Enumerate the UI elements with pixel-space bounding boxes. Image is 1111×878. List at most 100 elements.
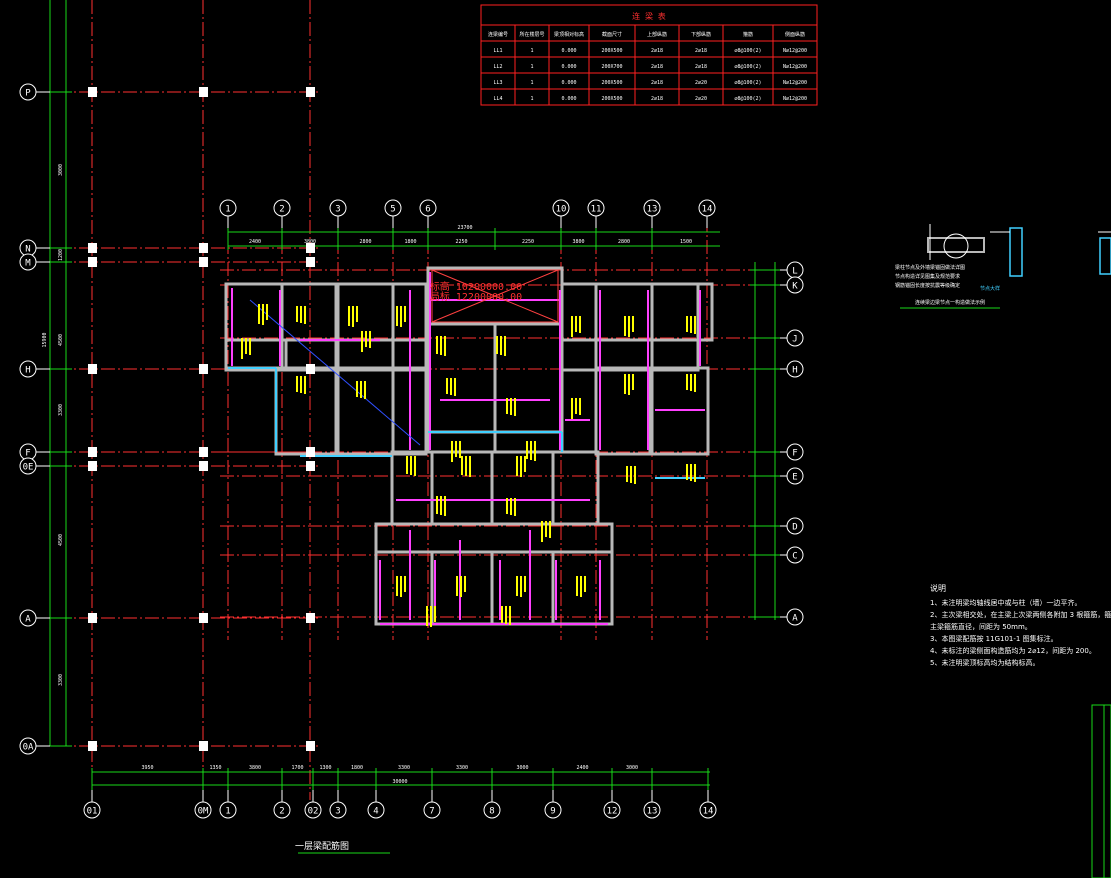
rebar-annotation	[404, 306, 406, 322]
rebar-annotation	[400, 576, 402, 597]
axis-bubble-left-label: 0E	[23, 463, 34, 473]
axis-bubble-bottom	[643, 801, 661, 819]
column	[88, 461, 97, 471]
axis-bubble-bottom	[273, 801, 291, 819]
note-line: 1、未注明梁均轴线居中或与柱（墙）一边平齐。	[930, 599, 1082, 607]
rebar-annotation	[249, 338, 251, 355]
wall	[224, 282, 428, 372]
table-cell: 2⌀18	[695, 48, 707, 54]
column	[88, 447, 97, 457]
detail-beam	[927, 237, 985, 253]
rebar-annotation	[575, 398, 577, 414]
rebar-annotation	[520, 456, 522, 477]
rebar-annotation	[360, 381, 362, 398]
table-cell: 200X700	[601, 64, 622, 70]
rebar-annotation	[575, 316, 577, 332]
annotations: 一层梁配筋图	[88, 87, 1111, 878]
diagonal-line	[249, 299, 421, 446]
dim-value: 1700	[291, 765, 303, 771]
wall	[650, 282, 714, 342]
rebar-annotation	[501, 606, 503, 623]
column	[306, 364, 315, 374]
rebar-annotation	[455, 441, 457, 457]
table-cell: 2⌀18	[695, 64, 707, 70]
axis-bubble-bottom	[423, 801, 441, 819]
table-header-cell: 箍筋	[743, 31, 753, 38]
dim-value: 1200	[58, 249, 64, 261]
rebar-annotation	[446, 378, 448, 394]
rebar-annotation	[262, 304, 264, 325]
rebar-annotation	[505, 606, 507, 624]
rebar-annotation	[440, 336, 442, 355]
notes-title: 说明	[930, 584, 946, 593]
table-cell: N⌀12@200	[783, 64, 807, 70]
dim-value: 1800	[404, 239, 416, 245]
rebar-annotation	[304, 306, 306, 324]
table-cell: N⌀12@200	[783, 80, 807, 86]
rebar-annotation	[396, 576, 398, 596]
axis-bubble-left-label: H	[25, 366, 30, 376]
axis-bubble-bottom	[83, 801, 101, 819]
dim-value: 3300	[58, 674, 64, 686]
table-cell: 0.000	[561, 80, 576, 86]
wall	[224, 338, 288, 370]
axis-bubble-top-label: 10	[556, 205, 567, 215]
axis-bubble-right-label: K	[792, 282, 798, 292]
axis-bubble-right	[786, 517, 804, 535]
title-block	[1091, 704, 1111, 878]
dim-value: 2250	[522, 239, 534, 245]
rebar-annotation	[576, 576, 578, 596]
axis-bubble-bottom	[329, 801, 347, 819]
dim-total: 15900	[42, 332, 48, 347]
rebar-annotation	[624, 316, 626, 336]
horizontal-axis-lines	[35, 91, 790, 747]
table-cell: 0.000	[561, 64, 576, 70]
rebar-annotation	[549, 521, 551, 538]
note-line: 4、未标注的梁侧面构造筋均为 2⌀12，间距为 200。	[930, 647, 1096, 655]
rebar-annotation	[450, 378, 452, 395]
dim-value: 1800	[351, 765, 363, 771]
table-cell: ⌀8@100(2)	[734, 80, 761, 86]
axis-bubble-right-label: F	[792, 449, 797, 459]
rebar-annotation	[694, 316, 696, 334]
rebar-annotation	[440, 496, 442, 515]
highlight-box	[431, 269, 559, 323]
axis-bubble-bottom-label: 12	[607, 807, 618, 817]
detail-label: 节点大样	[980, 285, 1000, 292]
wall	[374, 522, 614, 626]
table-header-cell: 下部纵筋	[691, 31, 711, 38]
dim-value: 3800	[304, 239, 316, 245]
dim-value: 3300	[398, 765, 410, 771]
table-header-cell: 梁顶相对标高	[554, 31, 584, 38]
elevation-label: 局标 12200000.00	[430, 291, 522, 303]
axis-bubble-bottom	[304, 801, 322, 819]
dim-value: 4500	[58, 534, 64, 546]
rebar-annotation	[524, 456, 526, 472]
detail-column	[1009, 227, 1023, 277]
highlight-diagonal	[431, 269, 559, 323]
rebar-annotation	[444, 336, 446, 356]
rebar-annotation	[365, 331, 367, 347]
design-notes: 说明 1、未注明梁均轴线居中或与柱（墙）一边平齐。 2、主次梁相交处，在主梁上次…	[930, 583, 1111, 669]
column	[306, 461, 315, 471]
rebar-annotation	[514, 398, 516, 416]
rebar-annotation	[690, 374, 692, 391]
column	[306, 243, 315, 253]
rebar-annotation	[430, 606, 432, 627]
rebar-annotation	[504, 336, 506, 356]
table-cell: 1	[530, 64, 533, 70]
axis-bubble-left	[19, 609, 37, 627]
axis-bubble-right-label: H	[792, 366, 797, 376]
dim-value: 1350	[209, 765, 221, 771]
axis-bubble-bottom-label: 14	[703, 807, 714, 817]
note-line: 3、本图梁配筋按 11G101-1 图集标注。	[930, 635, 1058, 643]
axis-bubble-bottom-label: 02	[308, 807, 319, 817]
axis-bubble-right-label: L	[792, 267, 797, 277]
rebar-annotation	[524, 576, 526, 592]
axis-bubble-bottom-label: 2	[279, 807, 284, 817]
axis-bubble-right-label: E	[792, 473, 797, 483]
table-border	[480, 4, 818, 106]
rebar-annotation	[694, 464, 696, 482]
dim-value: 3000	[58, 164, 64, 176]
